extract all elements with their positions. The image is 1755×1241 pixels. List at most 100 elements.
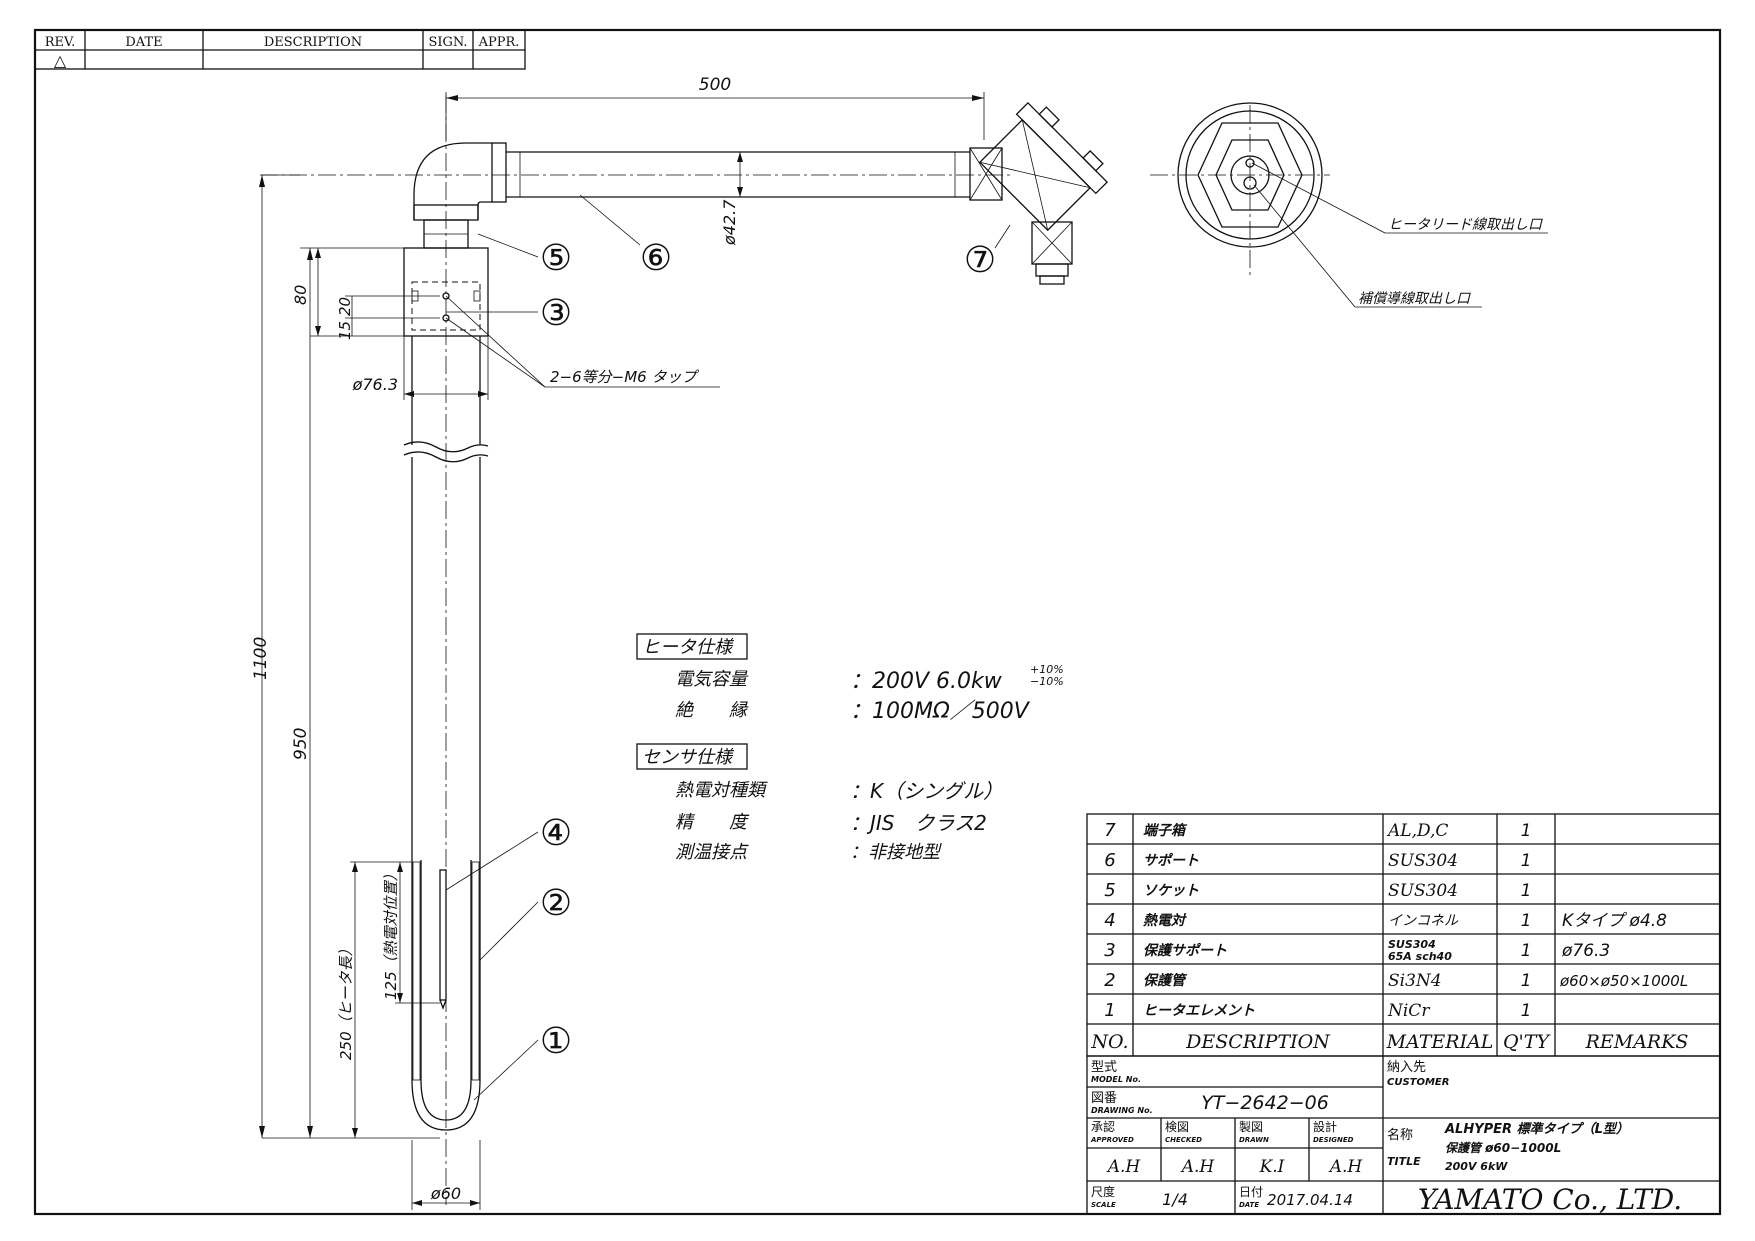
parts-header-qty: Q'TY: [1503, 1031, 1551, 1053]
appr-header: APPR.: [478, 35, 520, 50]
drawing-label: 図番: [1091, 1091, 1117, 1106]
part-3-remarks: ø76.3: [1561, 941, 1610, 961]
date-header: DATE: [125, 35, 162, 50]
part-7-material: AL,D,C: [1386, 821, 1448, 841]
dim-20: 20: [336, 297, 354, 316]
sensor-spec-label-3: 測温接点: [675, 842, 749, 863]
designed-label: 設計: [1313, 1119, 1337, 1134]
parts-header-no: NO.: [1090, 1031, 1128, 1053]
balloon-7: ⑦: [964, 240, 996, 281]
sign-header: SIGN.: [428, 35, 467, 50]
heater-spec-label-2: 絶 縁: [675, 700, 749, 721]
dim-dia-42-7: ø42.7: [720, 199, 739, 246]
sensor-spec-value-3: ：非接地型: [850, 842, 942, 863]
balloon-1: ①: [540, 1021, 572, 1062]
title-line-1: ALHYPER 標準タイプ（L型）: [1444, 1121, 1629, 1137]
part-7-qty: 1: [1521, 821, 1532, 841]
sensor-spec-label-1: 熱電対種類: [675, 780, 768, 801]
part-4-desc: 熱電対: [1142, 912, 1187, 929]
part-3-no: 3: [1104, 940, 1115, 961]
drawing-number: YT−2642−06: [1201, 1092, 1329, 1114]
description-header: DESCRIPTION: [264, 35, 362, 50]
part-3-material: SUS304: [1388, 938, 1436, 951]
part-5-no: 5: [1104, 880, 1115, 901]
part-6-no: 6: [1104, 850, 1115, 871]
sensor-spec-value-2: ：JIS クラス2: [850, 811, 987, 835]
part-6-material: SUS304: [1388, 851, 1458, 871]
part-4-remarks: Kタイプ ø4.8: [1562, 911, 1667, 931]
part-4-no: 4: [1104, 910, 1115, 931]
tolerance-plus: +10%: [1030, 663, 1064, 676]
scale-value: 1/4: [1162, 1190, 1188, 1209]
heater-spec-value-2: ：100MΩ／500V: [850, 699, 1031, 724]
sensor-spec-value-1: ：K（シングル）: [850, 779, 1003, 803]
customer-label-en: CUSTOMER: [1387, 1077, 1449, 1088]
part-5-qty: 1: [1521, 881, 1532, 901]
scale-en: SCALE: [1091, 1201, 1116, 1209]
side-view: [260, 95, 1109, 1205]
model-label: 型式: [1091, 1060, 1117, 1075]
parts-header-desc: DESCRIPTION: [1185, 1031, 1331, 1053]
drawn-en: DRAWN: [1239, 1136, 1269, 1144]
company-name: YAMATO Co., LTD.: [1418, 1183, 1682, 1216]
end-view: ヒータリード線取出し口 補償導線取出し口: [1150, 102, 1548, 308]
dimension-lines: 500 ø42.7 1100 950 80 20 15: [251, 75, 985, 1210]
drawn-label: 製図: [1239, 1120, 1263, 1134]
part-2-remarks: ø60×ø50×1000L: [1559, 972, 1688, 990]
title-label: TITLE: [1387, 1155, 1421, 1168]
checked-label: 検図: [1165, 1120, 1189, 1134]
rev-mark: △: [54, 51, 67, 70]
parts-header-material: MATERIAL: [1386, 1031, 1494, 1053]
sensor-spec-heading: センサ仕様: [642, 747, 735, 768]
date-en: DATE: [1239, 1201, 1259, 1209]
comp-lead-note: 補償導線取出し口: [1358, 291, 1471, 307]
dim-15: 15: [336, 321, 354, 340]
tolerance-minus: −10%: [1030, 675, 1064, 688]
heater-lead-note: ヒータリード線取出し口: [1388, 217, 1543, 233]
approved-label: 承認: [1091, 1119, 1115, 1134]
part-1-no: 1: [1104, 1000, 1115, 1021]
revision-table: REV. DATE DESCRIPTION SIGN. APPR. △: [34, 29, 526, 70]
dim-80: 80: [291, 285, 310, 305]
dim-250-heater: 250（ヒータ長）: [337, 941, 355, 1060]
part-2-no: 2: [1104, 970, 1115, 991]
date-value: 2017.04.14: [1267, 1191, 1353, 1209]
dim-1100: 1100: [251, 637, 271, 680]
part-3-qty: 1: [1521, 941, 1532, 961]
part-6-qty: 1: [1521, 851, 1532, 871]
balloon-3: ③: [540, 293, 572, 334]
balloon-6: ⑥: [640, 238, 672, 279]
dim-950: 950: [291, 728, 311, 760]
dim-dia-60: ø60: [430, 1184, 461, 1203]
dim-dia-76-3: ø76.3: [352, 375, 398, 394]
date-label: 日付: [1239, 1185, 1263, 1199]
part-1-qty: 1: [1521, 1001, 1532, 1021]
parts-header-remarks: REMARKS: [1585, 1031, 1689, 1053]
approved-by: A.H: [1106, 1157, 1142, 1177]
balloon-5: ⑤: [540, 238, 572, 279]
checked-en: CHECKED: [1165, 1136, 1202, 1144]
part-5-desc: ソケット: [1143, 883, 1199, 899]
checked-by: A.H: [1180, 1157, 1216, 1177]
heater-spec-heading: ヒータ仕様: [642, 637, 735, 658]
rev-header: REV.: [45, 35, 76, 50]
dim-500: 500: [699, 75, 731, 95]
heater-spec-label-1: 電気容量: [675, 669, 749, 690]
parts-list: 7 端子箱 AL,D,C 1 6 サポート SUS304 1 5 ソケット SU…: [1086, 813, 1721, 1057]
approved-en: APPROVED: [1090, 1136, 1134, 1144]
part-5-material: SUS304: [1388, 881, 1458, 901]
name-label: 名称: [1387, 1127, 1413, 1143]
title-block: 型式 MODEL No. 納入先 CUSTOMER 図番 DRAWING No.…: [1086, 1055, 1721, 1216]
dim-125-tc: 125（熱電対位置）: [382, 866, 400, 1000]
specifications: ヒータ仕様 電気容量 ：200V 6.0kw +10% −10% 絶 縁 ：10…: [636, 633, 1064, 863]
drawn-by: K.I: [1259, 1157, 1285, 1177]
part-7-desc: 端子箱: [1143, 822, 1188, 839]
balloon-2: ②: [540, 883, 572, 924]
balloons: ⑤ ⑥ ③ ⑦ ④ ② ①: [445, 194, 1011, 1101]
heater-spec-value-1: ：200V 6.0kw: [850, 669, 1003, 694]
part-4-qty: 1: [1521, 911, 1532, 931]
tap-note: 2−6等分−M6 タップ: [550, 368, 699, 386]
model-label-en: MODEL No.: [1091, 1075, 1141, 1084]
balloon-4: ④: [540, 813, 572, 854]
part-2-material: Si3N4: [1388, 971, 1442, 991]
